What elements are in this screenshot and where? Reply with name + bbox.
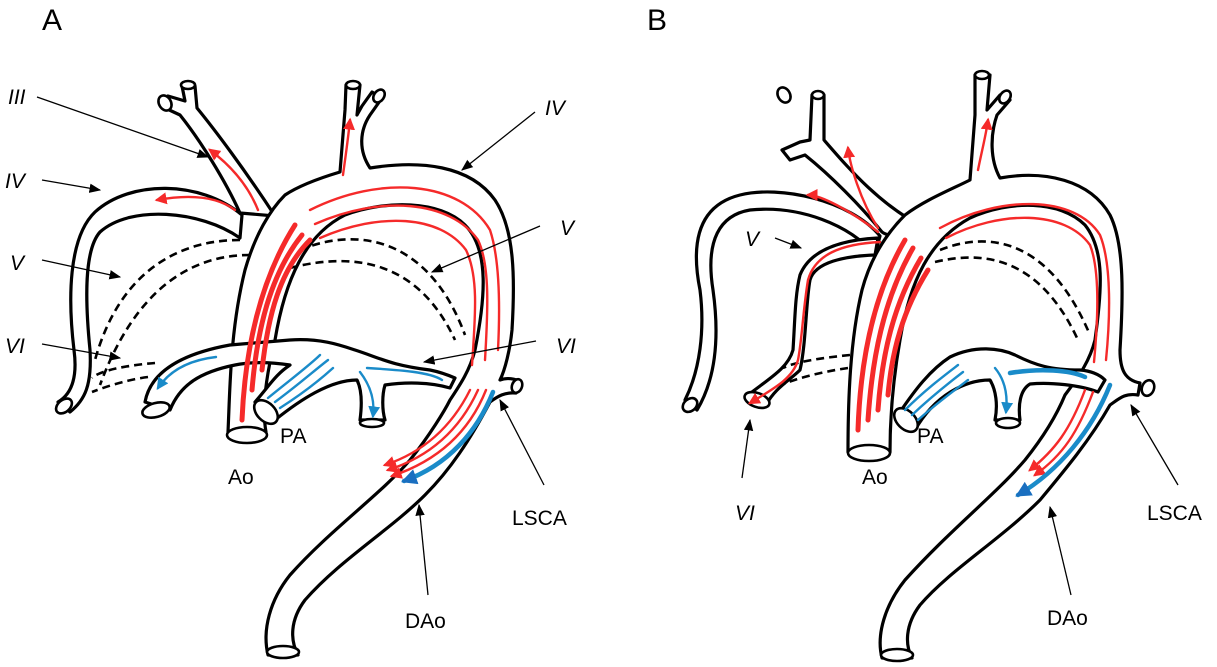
label-arch-v: V [745, 228, 761, 251]
vessel-end [994, 416, 1022, 430]
pointer-arrow [41, 343, 122, 361]
label-dao: DAo [405, 610, 446, 633]
vessel-end [179, 79, 197, 91]
vessel-end [141, 401, 171, 419]
label-arch-v-right: V [560, 217, 576, 240]
oxygenated-flow-a [154, 117, 501, 479]
label-arch-v-left: V [10, 252, 26, 275]
pointer-arrow [461, 111, 536, 171]
label-ao: Ao [862, 466, 888, 489]
vessel-end [997, 89, 1013, 105]
regressed-sixth-arch [782, 353, 851, 370]
label-arch-vi: VI [735, 502, 755, 525]
pointer-arrow [1047, 505, 1072, 596]
regressed-sixth-arch [779, 366, 849, 388]
pa-trunk-end [252, 398, 280, 426]
label-pa: PA [917, 425, 943, 448]
pointer-arrow [499, 398, 545, 486]
pointer-arrow [430, 225, 541, 273]
descending-aorta-end [265, 644, 301, 660]
vessel-end [54, 397, 74, 415]
pointer-arrow [1130, 403, 1179, 486]
lsca-end [1140, 378, 1156, 398]
label-pa: PA [280, 425, 306, 448]
oxygenated-flow-b [747, 117, 1111, 477]
regressed-sixth-arch-left [91, 375, 149, 394]
regressed-fifth-arch-right [289, 259, 457, 341]
label-lsca: LSCA [512, 507, 567, 530]
label-dao: DAo [1047, 607, 1088, 630]
pulmonary-artery-vessel [143, 338, 457, 422]
vessel-end [358, 417, 386, 429]
label-lsca: LSCA [1147, 502, 1202, 525]
regressed-sixth-arch-left [91, 361, 156, 380]
panel-a: A [5, 4, 576, 660]
aorta-arch-vessel [846, 73, 1142, 660]
label-arch-iv-left: IV [5, 170, 27, 193]
label-arch-vi-right: VI [556, 335, 576, 358]
descending-aorta-end [879, 647, 915, 663]
label-arch-iv-right: IV [545, 97, 567, 120]
aorta-root-end [225, 425, 269, 445]
vessel-end [344, 79, 362, 91]
label-arch-vi-left: VI [5, 335, 25, 358]
regressed-fifth-arch-right [299, 238, 467, 336]
deoxygenated-flow-a [156, 353, 496, 485]
vessel-end [776, 86, 792, 104]
regressed-fifth-arch-left [93, 238, 241, 361]
panel-letter-a: A [42, 4, 62, 37]
vessel-end [973, 69, 991, 81]
lsca-end [510, 377, 524, 395]
vessel-end [681, 396, 699, 414]
pointer-arrow [774, 237, 803, 249]
aorta-root-end [846, 443, 892, 463]
panel-b: B [647, 4, 1202, 663]
pointer-arrow [36, 96, 210, 158]
pointer-arrow [415, 503, 429, 596]
pointer-arrow [741, 418, 754, 479]
vessel-end [810, 89, 826, 101]
deoxygenated-flow-b [903, 363, 1113, 498]
vessel-end [157, 94, 173, 112]
pointer-arrow [422, 340, 537, 365]
regressed-fifth-arch-right [934, 256, 1080, 341]
regressed-fifth-arch-right [939, 240, 1092, 336]
label-ao: Ao [228, 466, 254, 489]
right-fourth-arch-vessel [56, 186, 244, 414]
pointer-arrow [41, 179, 102, 193]
panel-letter-b: B [647, 4, 667, 37]
label-arch-iii: III [8, 86, 26, 109]
vessel-end [371, 88, 387, 104]
pointer-arrow [41, 259, 122, 280]
